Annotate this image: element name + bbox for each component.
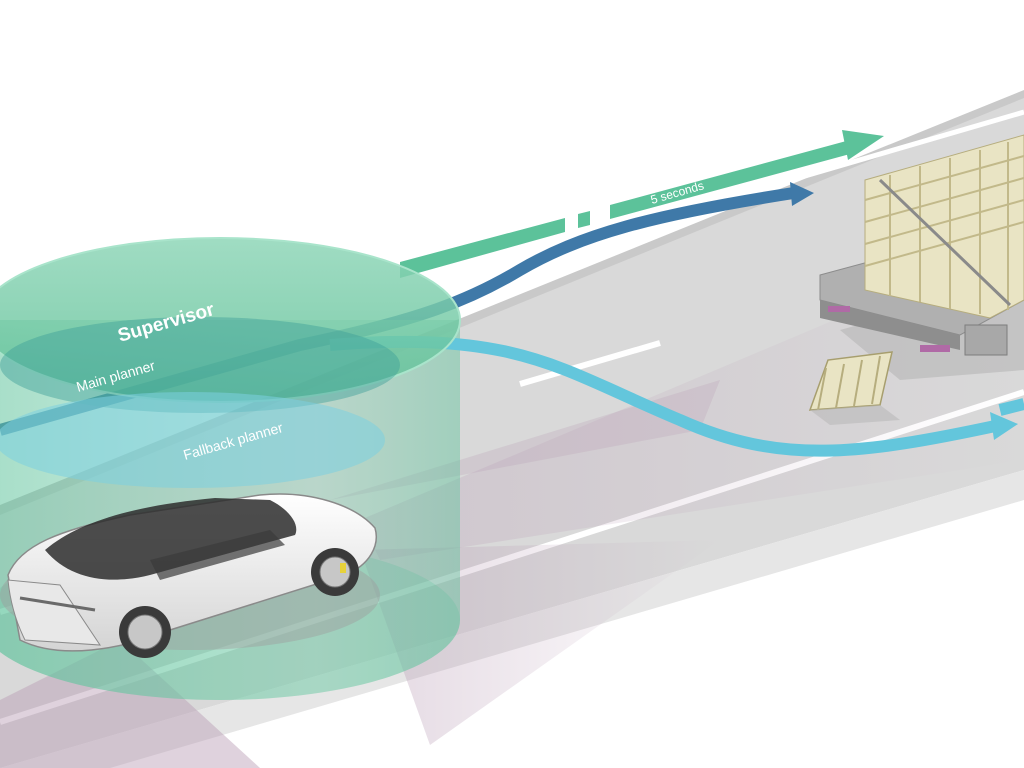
vehicle-wheel-rear [119,606,171,658]
fallback-planner-path [329,335,1002,457]
main-planner-disc [0,317,400,413]
supervisor-horizon-arrow: 5 seconds [400,130,884,278]
pallet-stack [864,134,1024,319]
fallen-pallet [808,351,900,425]
fallback-planner-path-beyond [998,398,1024,416]
main-planner-arrow-head [790,182,814,206]
vehicle-side-windows [150,530,285,580]
supervisor-bar-segment-1 [400,218,565,278]
truck-with-pallets [808,134,1024,425]
fallback-planner-arrow-head [990,412,1018,440]
supervisor-bar-segment-3 [610,140,850,219]
fallback-planner-trajectory [329,335,1024,457]
vehicle-rear [7,579,101,646]
supervisor-arrow-head [842,130,884,160]
vehicle-wheel-front [311,548,359,596]
supervisor-bar-segment-2 [578,211,590,228]
truck-cabin-block [964,324,1008,356]
lane-dash-1 [519,340,661,387]
vehicle-tail-light [19,596,96,612]
supervisor-cylinder-top: Supervisor Main planner Fallback planner [0,237,461,488]
fallback-planner-disc [0,392,385,488]
truck-trailer-side [820,300,960,350]
truck-light-right [920,345,950,352]
time-horizon-label: 5 seconds [649,178,705,207]
ego-vehicle [0,493,380,658]
vehicle-roof [45,498,297,580]
truck-light-left [828,306,850,312]
